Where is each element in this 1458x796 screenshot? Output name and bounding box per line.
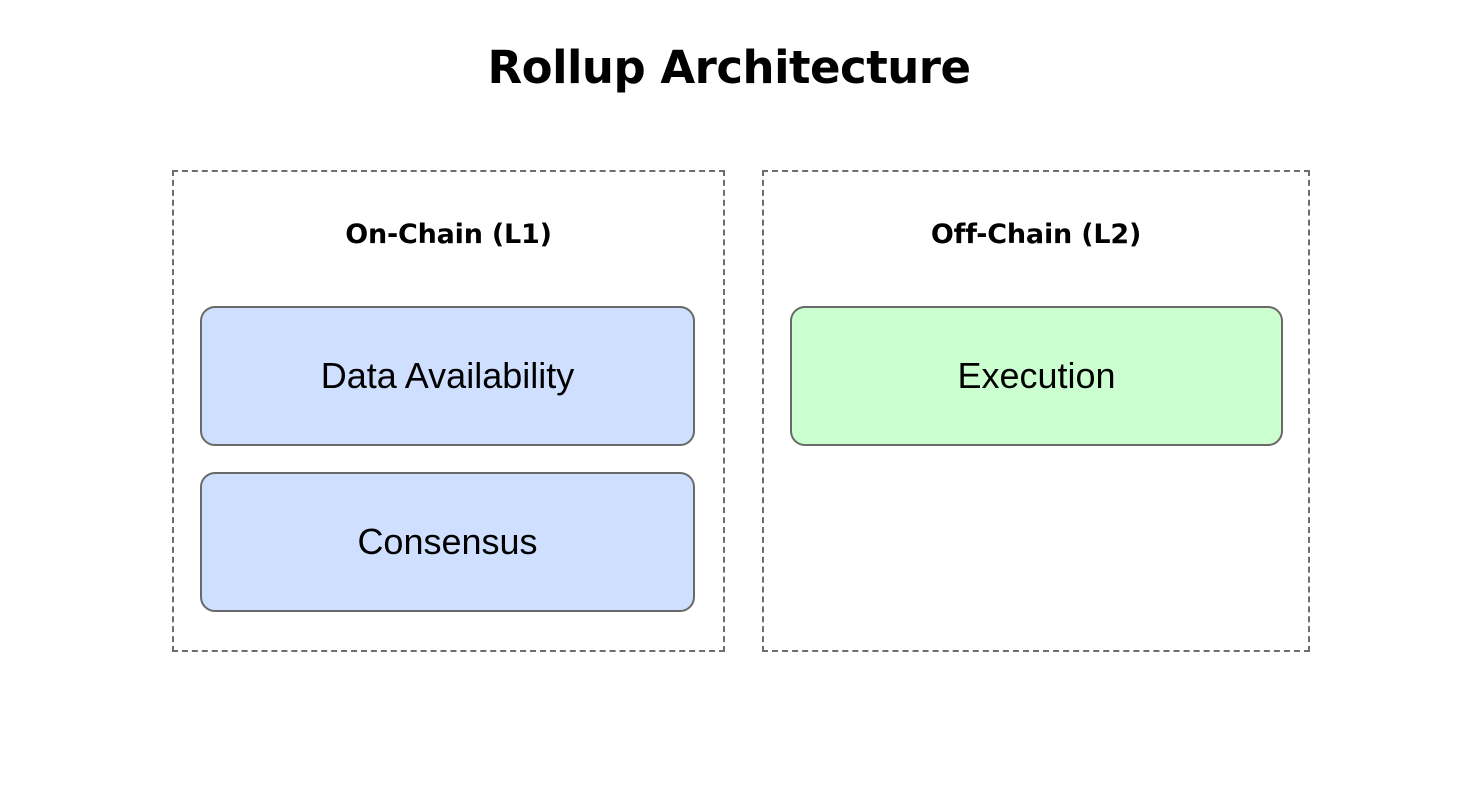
- node-execution[interactable]: Execution: [790, 306, 1283, 446]
- page-title: Rollup Architecture: [487, 41, 971, 94]
- group-on-chain-l1: On-Chain (L1): [172, 170, 725, 652]
- node-consensus[interactable]: Consensus: [200, 472, 695, 612]
- group-off-chain-l2: Off-Chain (L2): [762, 170, 1310, 652]
- group-label-off-chain-l2: Off-Chain (L2): [930, 219, 1142, 250]
- group-label-on-chain-l1: On-Chain (L1): [345, 219, 552, 250]
- node-data-availability[interactable]: Data Availability: [200, 306, 695, 446]
